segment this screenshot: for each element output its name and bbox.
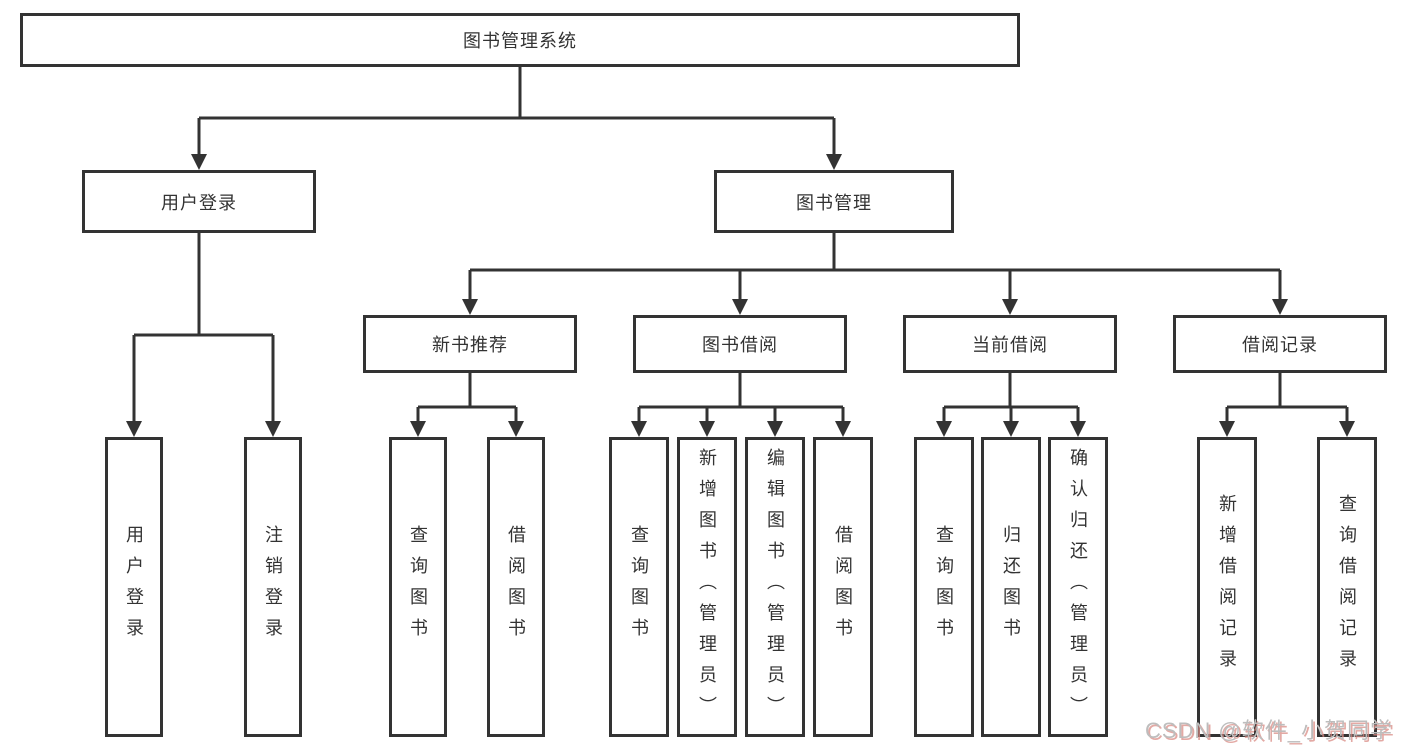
node-label: 查询图书: [934, 525, 954, 649]
leaf-query-books-borrow: 查询图书: [609, 437, 669, 737]
node-label: 注销登录: [263, 525, 283, 649]
node-label: 归还图书: [1001, 525, 1021, 649]
node-label: 编辑图书（管理员）: [765, 447, 785, 727]
node-label: 查询借阅记录: [1337, 494, 1357, 680]
node-label: 查询图书: [408, 525, 428, 649]
leaf-confirm-return-admin: 确认归还（管理员）: [1048, 437, 1108, 737]
node-borrow-records: 借阅记录: [1173, 315, 1387, 373]
leaf-query-borrow-record: 查询借阅记录: [1317, 437, 1377, 737]
node-label: 确认归还（管理员）: [1068, 447, 1088, 727]
node-label: 当前借阅: [972, 335, 1048, 355]
node-book-borrow: 图书借阅: [633, 315, 847, 373]
node-label: 借阅图书: [833, 525, 853, 649]
node-label: 新书推荐: [432, 335, 508, 355]
node-label: 图书管理系统: [463, 31, 577, 51]
leaf-query-books-current: 查询图书: [914, 437, 974, 737]
node-current-borrow: 当前借阅: [903, 315, 1117, 373]
node-label: 新增借阅记录: [1217, 494, 1237, 680]
leaf-edit-books-admin: 编辑图书（管理员）: [745, 437, 805, 737]
leaf-query-books-recommend: 查询图书: [389, 437, 447, 737]
leaf-return-books: 归还图书: [981, 437, 1041, 737]
node-label: 用户登录: [161, 192, 237, 213]
leaf-borrow-books: 借阅图书: [813, 437, 873, 737]
leaf-user-login: 用户登录: [105, 437, 163, 737]
node-label: 图书管理: [796, 192, 872, 213]
leaf-add-books-admin: 新增图书（管理员）: [677, 437, 737, 737]
node-book-management: 图书管理: [714, 170, 954, 233]
node-user-login: 用户登录: [82, 170, 316, 233]
node-new-book-recommend: 新书推荐: [363, 315, 577, 373]
node-label: 用户登录: [124, 525, 144, 649]
leaf-borrow-books-recommend: 借阅图书: [487, 437, 545, 737]
node-label: 图书借阅: [702, 335, 778, 355]
leaf-add-borrow-record: 新增借阅记录: [1197, 437, 1257, 737]
csdn-watermark: CSDN @软件_小贺同学: [1144, 718, 1393, 743]
node-label: 查询图书: [629, 525, 649, 649]
node-label: 新增图书（管理员）: [697, 447, 717, 727]
node-library-management-system: 图书管理系统: [20, 13, 1020, 67]
node-label: 借阅记录: [1242, 335, 1318, 355]
node-label: 借阅图书: [506, 525, 526, 649]
leaf-logout: 注销登录: [244, 437, 302, 737]
